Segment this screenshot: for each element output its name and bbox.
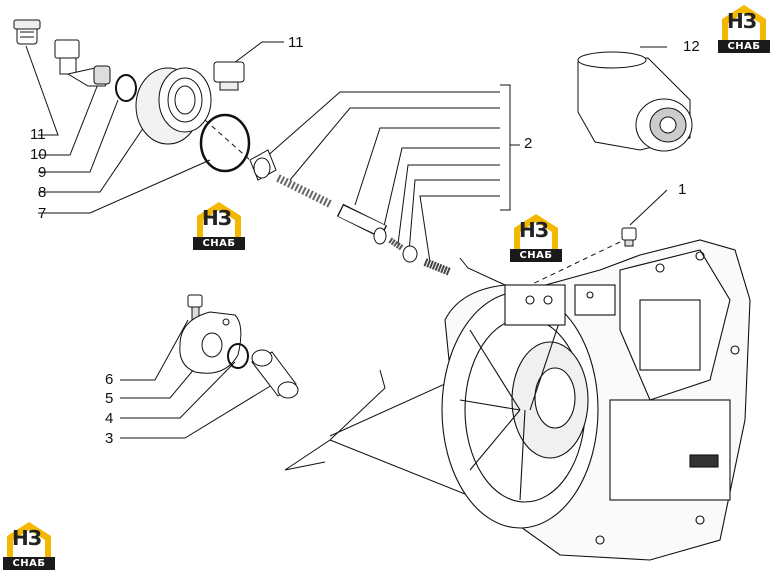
part-5-cover	[179, 311, 242, 374]
callout-1: 1	[678, 181, 687, 198]
part-7-oring	[199, 113, 251, 173]
logo-mark: НЗ	[519, 218, 549, 242]
brand-logo-top-right: НЗ СНАБ	[718, 3, 770, 55]
callout-7: 7	[38, 205, 47, 222]
part-8-housing	[135, 67, 212, 145]
part-11-plug	[13, 19, 41, 45]
leader-lines	[25, 41, 668, 511]
callout-8: 8	[38, 184, 47, 201]
brand-logo-left: НЗ СНАБ	[193, 200, 245, 252]
callout-4: 4	[105, 410, 114, 427]
transmission-housing	[441, 239, 751, 561]
callout-12: 12	[683, 38, 700, 55]
logo-name: СНАБ	[510, 249, 562, 262]
callout-6: 6	[105, 371, 114, 388]
part-3-sleeve	[251, 349, 299, 399]
callout-3: 3	[105, 430, 114, 447]
house-icon	[722, 5, 766, 41]
logo-mark: НЗ	[202, 206, 232, 230]
callout-10: 10	[30, 146, 47, 163]
logo-mark: НЗ	[12, 526, 42, 550]
logo-name: СНАБ	[3, 557, 55, 570]
callout-11-right: 11	[288, 34, 304, 51]
callout-2: 2	[524, 135, 533, 152]
brand-logo-center: НЗ СНАБ	[510, 212, 562, 264]
callout-9: 9	[38, 164, 47, 181]
part-9-ring	[115, 74, 137, 102]
house-icon	[514, 214, 558, 250]
house-icon	[197, 202, 241, 238]
alignment-lines	[204, 119, 621, 291]
part-1-plug	[621, 227, 637, 247]
logo-name: СНАБ	[193, 237, 245, 250]
logo-mark: НЗ	[727, 9, 757, 33]
callout-5: 5	[105, 390, 114, 407]
part-12-filter	[577, 51, 693, 152]
part-11-plug-right	[213, 61, 245, 91]
part-2-valve-kit	[249, 149, 452, 276]
part-10-fitting	[54, 39, 111, 87]
house-icon	[7, 522, 51, 558]
part-4-oring	[227, 343, 249, 369]
brand-logo-bottom-left: НЗ СНАБ	[3, 520, 55, 572]
logo-name: СНАБ	[718, 40, 770, 53]
callout-11-left: 11	[30, 126, 46, 143]
